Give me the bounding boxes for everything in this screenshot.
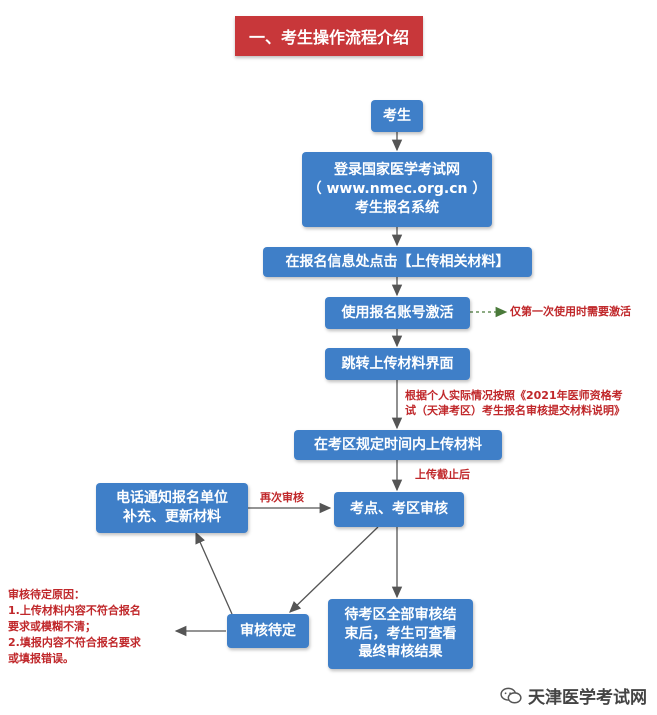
note-first-time-activation: 仅第一次使用时需要激活 [510, 305, 631, 318]
node-upload-in-time-label: 在考区规定时间内上传材料 [314, 436, 482, 453]
node-candidate-label: 考生 [383, 107, 411, 124]
node-final: 待考区全部审核结 束后，考生可查看 最终审核结果 [328, 599, 473, 669]
node-final-line1: 待考区全部审核结 [344, 606, 457, 623]
node-review: 考点、考区审核 [334, 492, 464, 527]
node-click-upload: 在报名信息处点击【上传相关材料】 [263, 247, 532, 277]
watermark-text: 天津医学考试网 [528, 688, 647, 708]
node-login: 登录国家医学考试网 （ www.nmec.org.cn ） 考生报名系统 [302, 152, 492, 227]
node-pending-label: 审核待定 [240, 622, 296, 639]
node-login-line3: 考生报名系统 [355, 199, 439, 216]
section-title: 一、考生操作流程介绍 [248, 28, 409, 47]
node-login-line1: 登录国家医学考试网 [334, 162, 460, 179]
node-notify-line2: 补充、更新材料 [123, 509, 221, 525]
node-notify: 电话通知报名单位 补充、更新材料 [96, 483, 248, 533]
pending-reasons-line1: 1.上传材料内容不符合报名 [8, 603, 141, 617]
node-jump: 跳转上传材料界面 [325, 348, 470, 380]
note-according-line1: 根据个人实际情况按照《2021年医师资格考 [405, 389, 623, 402]
node-activate-label: 使用报名账号激活 [341, 304, 454, 321]
node-candidate: 考生 [371, 100, 423, 132]
node-jump-label: 跳转上传材料界面 [341, 355, 454, 372]
note-according-line2: 试（天津考区）考生报名审核提交材料说明》 [405, 404, 625, 418]
node-pending: 审核待定 [227, 614, 309, 648]
pending-reasons-line2: 要求或模糊不清； [8, 619, 96, 633]
pending-reasons-line4: 或填报错误。 [8, 651, 74, 665]
node-review-label: 考点、考区审核 [350, 501, 448, 518]
arrow-pending-to-notify [195, 531, 233, 615]
node-upload-in-time: 在考区规定时间内上传材料 [294, 430, 502, 460]
node-notify-line1: 电话通知报名单位 [116, 490, 228, 507]
node-final-line2: 束后，考生可查看 [344, 625, 457, 642]
pending-reasons-line3: 2.填报内容不符合报名要求 [8, 635, 141, 649]
node-click-upload-label: 在报名信息处点击【上传相关材料】 [285, 253, 510, 270]
node-login-line2: （ www.nmec.org.cn ） [307, 181, 487, 198]
node-activate: 使用报名账号激活 [325, 297, 470, 329]
section-title-banner: 一、考生操作流程介绍 [235, 16, 423, 56]
pending-reasons: 审核待定原因： 1.上传材料内容不符合报名 要求或模糊不清； 2.填报内容不符合… [8, 587, 173, 667]
note-according-to-guide: 根据个人实际情况按照《2021年医师资格考 试（天津考区）考生报名审核提交材料说… [405, 388, 625, 419]
pending-reasons-title: 审核待定原因： [8, 588, 85, 601]
note-re-review: 再次审核 [260, 491, 304, 504]
note-after-deadline: 上传截止后 [415, 468, 470, 481]
arrow-review-to-pending [289, 526, 379, 613]
watermark: 天津医学考试网 [500, 683, 647, 708]
node-final-line3: 最终审核结果 [358, 644, 443, 661]
wechat-icon [500, 687, 522, 703]
